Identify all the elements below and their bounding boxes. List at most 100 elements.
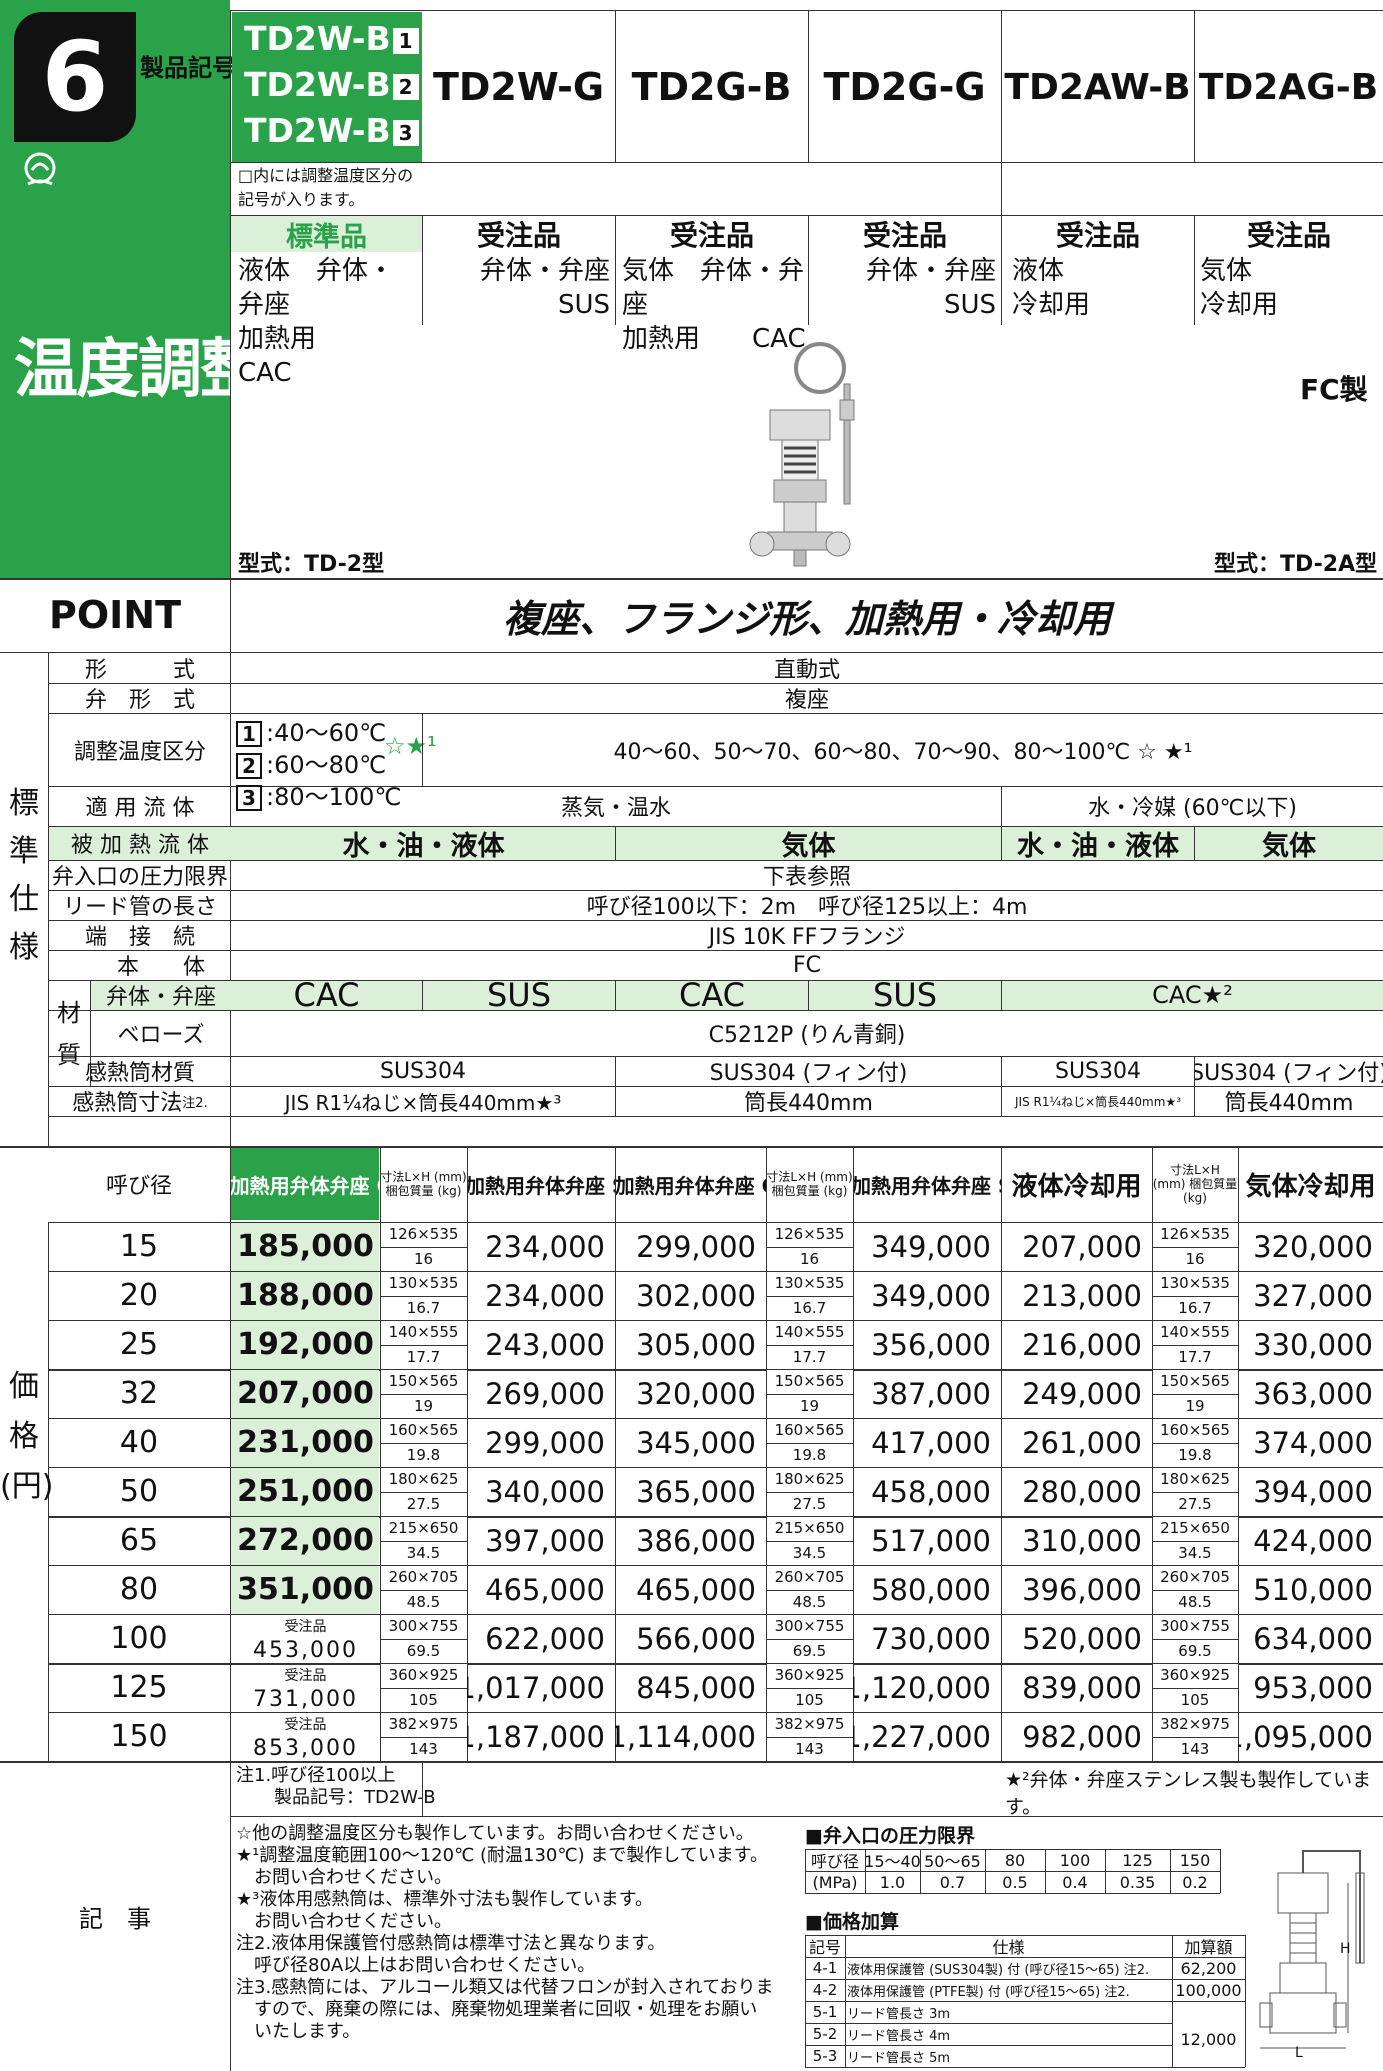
divider bbox=[1001, 1086, 1002, 1116]
price-a-20: 188,000 bbox=[237, 1278, 374, 1313]
divider bbox=[805, 1979, 1245, 1980]
spec-value-bellows: C5212P (りん青銅) bbox=[708, 1023, 906, 1048]
model-td2w-g: TD2W-G bbox=[432, 65, 605, 109]
price-dim-1-15: 126×535 bbox=[774, 1225, 845, 1244]
add-price-title: ■価格加算 bbox=[805, 1911, 899, 1933]
model-b-3: TD2W-B bbox=[244, 111, 391, 150]
price-diameter-40: 40 bbox=[119, 1425, 159, 1460]
cell-bg bbox=[231, 1148, 379, 1220]
divider bbox=[1001, 826, 1002, 860]
divider bbox=[805, 2045, 1172, 2046]
divider bbox=[380, 1540, 467, 1542]
price-c-125: 845,000 bbox=[636, 1670, 756, 1705]
price-dim-0-15: 126×535 bbox=[388, 1225, 459, 1244]
price-b-32: 269,000 bbox=[485, 1376, 605, 1411]
spec-value-body: FC bbox=[792, 952, 821, 978]
price-c-150: 1,114,000 bbox=[615, 1719, 756, 1754]
divider bbox=[48, 1222, 49, 1761]
divider bbox=[1194, 826, 1195, 860]
price-f-65: 310,000 bbox=[1022, 1523, 1142, 1558]
price-dim-1-32: 150×565 bbox=[774, 1372, 845, 1391]
price-kg-1-150: 143 bbox=[795, 1739, 824, 1758]
pressure-val-6: 0.2 bbox=[1182, 1872, 1208, 1892]
divider bbox=[805, 1849, 1220, 1850]
model-td2g-g: TD2G-G bbox=[823, 65, 986, 109]
divider bbox=[230, 1761, 231, 2071]
price-b-150: 1,187,000 bbox=[467, 1719, 605, 1754]
divider bbox=[1152, 1393, 1238, 1395]
ph-liquid-heat-sus: 液体加熱用弁体弁座 SUS bbox=[467, 1173, 615, 1198]
spec-label-7: 端 接 続 bbox=[84, 925, 195, 950]
ph-dim-3: 寸法L×H (mm) 梱包質量 (kg) bbox=[1152, 1163, 1238, 1205]
model-b-1: TD2W-B bbox=[244, 19, 391, 58]
price-kg-1-65: 34.5 bbox=[792, 1543, 827, 1562]
price-f-150: 982,000 bbox=[1022, 1719, 1142, 1754]
price-dim-1-20: 130×535 bbox=[774, 1274, 845, 1293]
price-f-100: 520,000 bbox=[1022, 1621, 1142, 1656]
spec-sensor-size-0: JIS R1¼ねじ×筒長440mm★³ bbox=[284, 1090, 562, 1115]
price-b-40: 299,000 bbox=[485, 1425, 605, 1460]
spec-fluid-heat: 蒸気・温水 bbox=[560, 796, 671, 821]
spec-label-sensor-size-text: 感熱筒寸法 bbox=[72, 1091, 183, 1116]
desc-1: 液体 弁体・弁座加熱用 CAC bbox=[238, 256, 395, 388]
price-g-50: 394,000 bbox=[1253, 1474, 1373, 1509]
price-kg-0-80: 48.5 bbox=[406, 1592, 441, 1611]
spec-side-char: 標 bbox=[9, 786, 39, 821]
spec-heated-1: 気体 bbox=[781, 830, 836, 861]
divider bbox=[808, 980, 809, 1010]
price-a-25: 192,000 bbox=[237, 1327, 374, 1362]
temp-class-2: 2:60～80℃ bbox=[236, 749, 426, 781]
spec-label-0: 形 式 bbox=[84, 657, 195, 683]
type-label-1: 型式：TD-2型 bbox=[238, 552, 385, 577]
price-kg-2-100: 69.5 bbox=[1178, 1641, 1212, 1660]
add-code-0: 4-1 bbox=[812, 1959, 838, 1977]
price-dim-1-125: 360×925 bbox=[774, 1666, 845, 1685]
price-e-25: 356,000 bbox=[871, 1327, 991, 1362]
price-g-100: 634,000 bbox=[1253, 1621, 1373, 1656]
divider bbox=[985, 1849, 986, 1893]
ph-dim-2: 寸法L×H (mm) 梱包質量 (kg) bbox=[766, 1170, 853, 1198]
price-kg-2-65: 34.5 bbox=[1178, 1543, 1212, 1562]
divider bbox=[230, 1816, 1383, 1817]
price-side-char: 価 bbox=[9, 1369, 39, 1404]
model-td2ag-b: TD2AG-B bbox=[1198, 66, 1379, 108]
valve-illustration bbox=[740, 340, 880, 568]
price-kg-2-32: 19 bbox=[1185, 1396, 1205, 1415]
price-g-150: 1,095,000 bbox=[1238, 1719, 1373, 1754]
price-diameter-150: 150 bbox=[110, 1719, 168, 1754]
divider bbox=[48, 1056, 1383, 1057]
price-diameter-65: 65 bbox=[119, 1523, 159, 1558]
notes-list-item: いたします。 bbox=[236, 2021, 361, 2042]
notes-label: 記 事 bbox=[79, 1904, 151, 1933]
pressure-head-5: 125 bbox=[1122, 1850, 1153, 1870]
divider bbox=[766, 1638, 853, 1640]
notes-list-item: お問い合わせください。 bbox=[236, 1911, 452, 1932]
spec-disc-4: CAC★² bbox=[1152, 981, 1233, 1009]
divider bbox=[48, 683, 1383, 684]
divider bbox=[380, 1393, 467, 1395]
spec-disc-1: SUS bbox=[486, 980, 552, 1010]
spec-label-sensor: 感熱筒材質 bbox=[84, 1061, 195, 1086]
note-1-line: 注1.呼び径100以上 bbox=[236, 1765, 396, 1786]
temp-class-marks: ☆★¹ bbox=[384, 732, 437, 760]
divider bbox=[380, 1344, 467, 1346]
divider bbox=[380, 1442, 467, 1444]
divider bbox=[48, 786, 1383, 787]
divider bbox=[805, 1935, 1245, 1936]
desc-6: 気体冷却用 bbox=[1200, 256, 1279, 320]
notes-list: ☆他の調整温度区分も製作しています。お問い合わせください。★¹調整温度範囲100… bbox=[236, 1823, 796, 2043]
price-dim-2-125: 360×925 bbox=[1160, 1666, 1230, 1685]
price-kg-0-40: 19.8 bbox=[406, 1445, 441, 1464]
price-e-20: 349,000 bbox=[871, 1278, 991, 1313]
price-f-15: 207,000 bbox=[1022, 1229, 1142, 1264]
divider bbox=[845, 1935, 846, 2067]
divider bbox=[1152, 1246, 1238, 1248]
divider bbox=[380, 1687, 467, 1689]
price-f-50: 280,000 bbox=[1022, 1474, 1142, 1509]
price-f-80: 396,000 bbox=[1022, 1572, 1142, 1607]
price-g-15: 320,000 bbox=[1253, 1229, 1373, 1264]
price-kg-2-80: 48.5 bbox=[1178, 1592, 1212, 1611]
divider bbox=[1152, 1344, 1238, 1346]
